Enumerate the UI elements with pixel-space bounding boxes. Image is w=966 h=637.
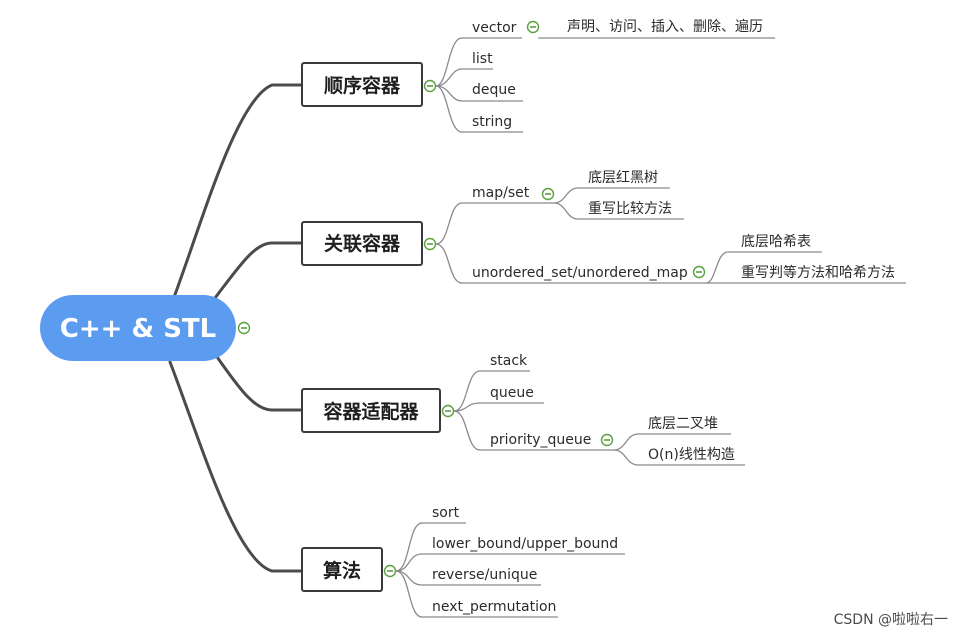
- leaf-reverse-unique[interactable]: reverse/unique: [432, 567, 537, 583]
- collapse-minus-icon[interactable]: [383, 564, 397, 578]
- root-node[interactable]: C++ & STL: [40, 295, 236, 361]
- root-label: C++ & STL: [60, 314, 216, 344]
- leaf-map-set[interactable]: map/set: [472, 185, 530, 201]
- collapse-minus-icon[interactable]: [423, 79, 437, 93]
- leaf-binary-heap[interactable]: 底层二叉堆: [648, 416, 718, 432]
- collapse-minus-icon[interactable]: [692, 265, 706, 279]
- leaf-hash-table[interactable]: 底层哈希表: [741, 234, 811, 250]
- collapse-minus-icon[interactable]: [541, 187, 555, 201]
- watermark: CSDN @啦啦右一: [834, 611, 948, 628]
- map-set-connectors: [553, 187, 684, 220]
- collapse-minus-icon[interactable]: [526, 20, 540, 34]
- leaf-priority-queue[interactable]: priority_queue: [490, 432, 591, 448]
- branch-label: 算法: [323, 559, 361, 582]
- root-connectors: [168, 83, 304, 573]
- leaf-override-equal-hash[interactable]: 重写判等方法和哈希方法: [741, 264, 895, 281]
- leaf-vector[interactable]: vector: [472, 20, 517, 36]
- leaf-list[interactable]: list: [472, 51, 493, 67]
- branch-sequence-containers[interactable]: 顺序容器: [301, 62, 423, 107]
- leaf-rb-tree[interactable]: 底层红黑树: [588, 170, 658, 186]
- leaf-linear-build[interactable]: O(n)线性构造: [648, 447, 735, 463]
- branch-algorithms[interactable]: 算法: [301, 547, 383, 592]
- branch-label: 关联容器: [324, 232, 401, 255]
- priority-queue-connectors: [613, 433, 745, 466]
- branch-label: 容器适配器: [323, 400, 419, 423]
- leaf-bounds[interactable]: lower_bound/upper_bound: [432, 536, 618, 552]
- collapse-minus-icon[interactable]: [237, 321, 251, 335]
- collapse-minus-icon[interactable]: [441, 404, 455, 418]
- branch-3-connectors: [453, 370, 614, 451]
- leaf-unordered[interactable]: unordered_set/unordered_map: [472, 265, 688, 281]
- leaf-sort[interactable]: sort: [432, 505, 460, 521]
- collapse-minus-icon[interactable]: [423, 237, 437, 251]
- leaf-queue[interactable]: queue: [490, 385, 534, 401]
- collapse-minus-icon[interactable]: [600, 433, 614, 447]
- unordered-connectors: [705, 251, 906, 284]
- branch-4-connectors: [395, 522, 625, 618]
- branch-2-connectors: [435, 202, 706, 284]
- branch-associative-containers[interactable]: 关联容器: [301, 221, 423, 266]
- leaf-override-compare[interactable]: 重写比较方法: [588, 201, 672, 217]
- leaf-stack[interactable]: stack: [490, 353, 528, 369]
- branch-container-adapters[interactable]: 容器适配器: [301, 388, 441, 433]
- leaf-next-permutation[interactable]: next_permutation: [432, 599, 556, 615]
- branch-1-connectors: [435, 37, 523, 133]
- leaf-deque[interactable]: deque: [472, 82, 516, 98]
- branch-label: 顺序容器: [324, 74, 401, 97]
- leaf-string[interactable]: string: [472, 114, 512, 130]
- leaf-vector-detail[interactable]: 声明、访问、插入、删除、遍历: [567, 19, 763, 35]
